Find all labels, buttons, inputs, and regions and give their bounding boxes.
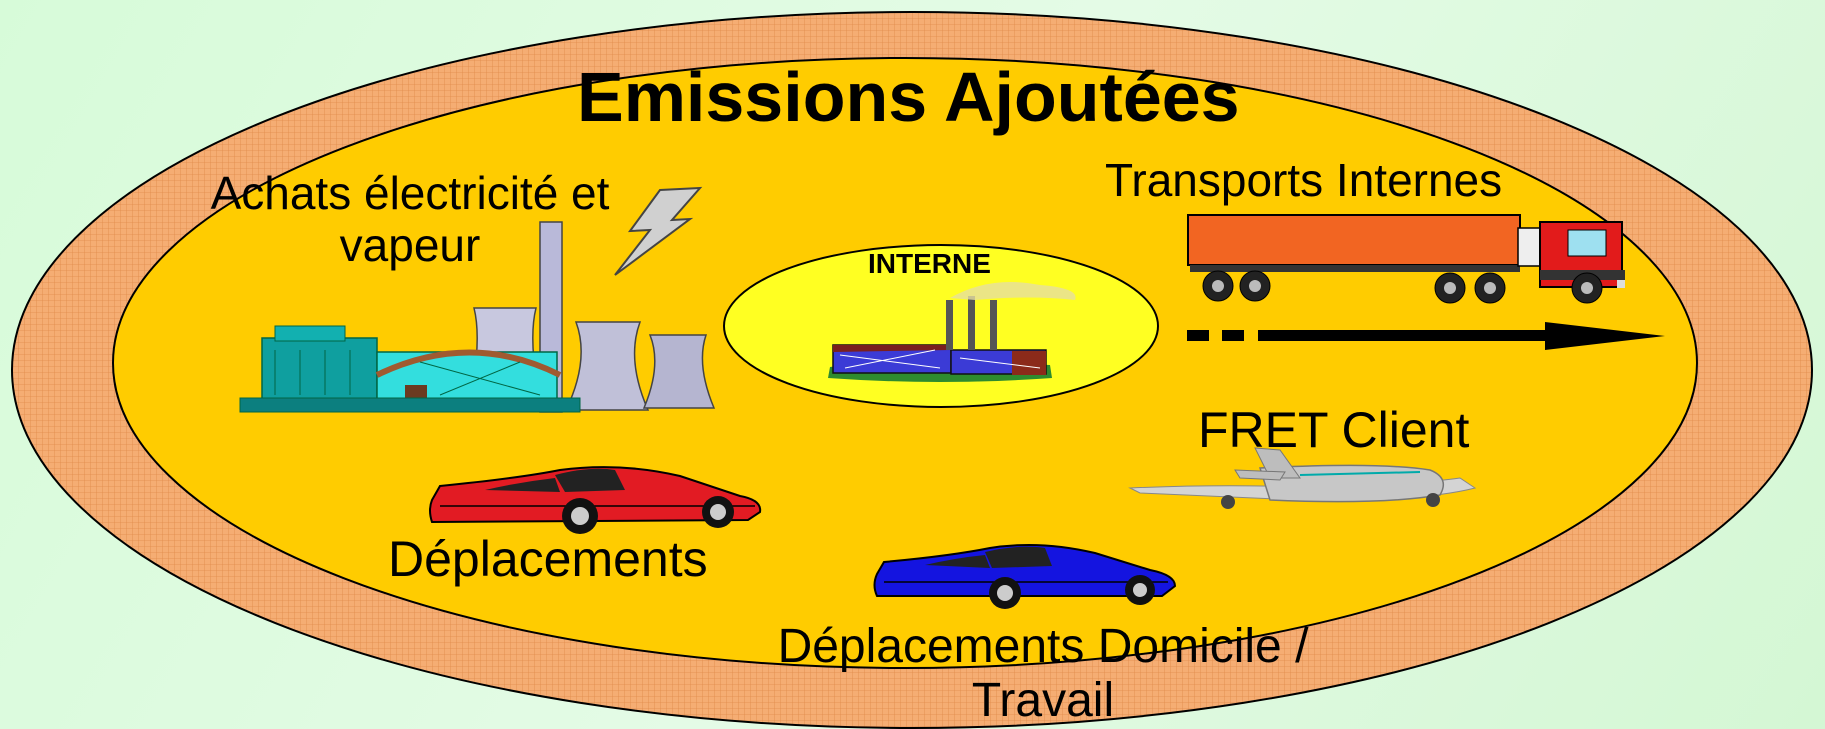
lightning-icon — [614, 186, 703, 276]
power-plant-icon — [239, 221, 716, 413]
diagram-title: Emissions Ajoutées — [577, 58, 1240, 136]
commute-label: Déplacements Domicile / Travail — [777, 620, 1309, 727]
red-car-icon — [429, 466, 762, 534]
factory-icon — [828, 281, 1076, 382]
airplane-icon — [1128, 447, 1477, 509]
truck-icon — [1187, 214, 1625, 304]
travel-label: Déplacements — [388, 531, 708, 587]
dashed-arrow-icon — [1187, 322, 1665, 350]
freight-label: FRET Client — [1198, 402, 1470, 458]
blue-car-icon — [873, 543, 1177, 609]
electricity-label: Achats électricité et vapeur — [210, 167, 610, 271]
interne-label: INTERNE — [868, 248, 991, 279]
internal-transport-label: Transports Internes — [1105, 154, 1503, 206]
